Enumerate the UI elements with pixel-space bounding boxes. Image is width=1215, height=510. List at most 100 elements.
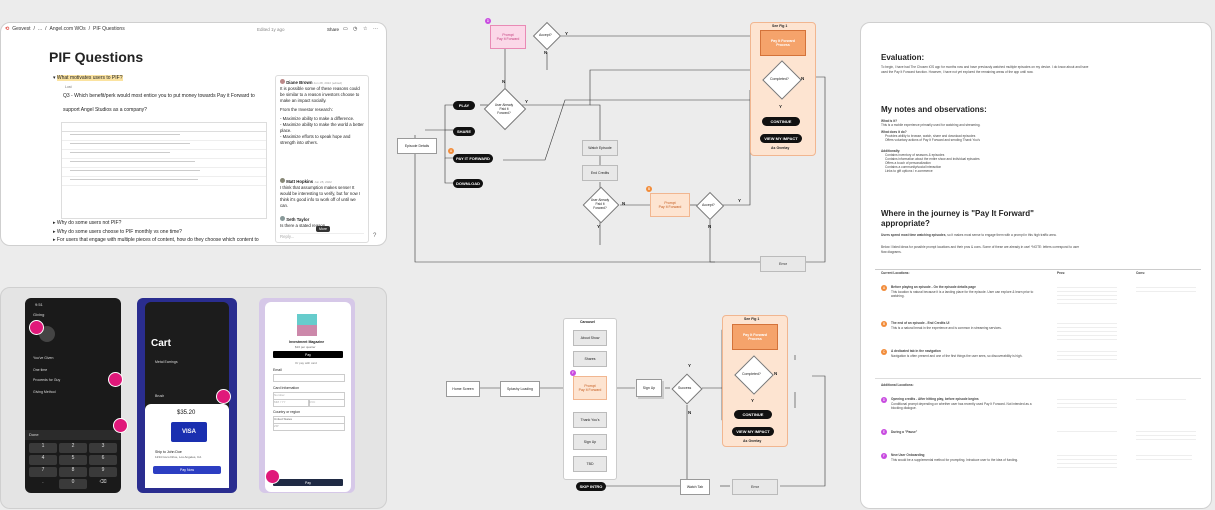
question-highlight[interactable]: ▾ What motivates users to PIF?	[53, 75, 123, 81]
additional-title: Additional Locations:	[881, 383, 914, 387]
notion-logo-icon: ⟲	[5, 26, 10, 32]
phones-card: 9:51 Giving You've Given One time Procee…	[0, 287, 387, 509]
breadcrumb-3[interactable]: PIF Questions	[93, 26, 125, 32]
flow-n: N	[774, 371, 778, 376]
sign-up-node: Sign Up	[573, 434, 607, 450]
breadcrumb-1[interactable]: ...	[37, 26, 43, 32]
shares-node: Shares	[573, 351, 607, 367]
journey-title: Where in the journey is "Pay It Forward"…	[881, 209, 1034, 228]
share-button[interactable]: Share	[327, 27, 340, 32]
add-item-4: Links to gift options / e-commerce	[885, 169, 933, 173]
zip-field[interactable]: ZIP	[273, 423, 345, 431]
card-info-label: Card Information	[273, 386, 300, 390]
phone1-row-1[interactable]: One time	[33, 368, 48, 372]
decision-completed-2-label: Completed?	[742, 372, 761, 376]
what-is-text: This is a mobile experience primarily us…	[881, 123, 981, 127]
key[interactable]: 4	[29, 455, 57, 465]
additionally-heading: Additionally:	[881, 149, 901, 153]
row-a-pros	[1057, 285, 1117, 305]
key[interactable]: .	[42, 479, 44, 485]
reply-input[interactable]: Reply...	[280, 233, 364, 240]
card-cvc-field[interactable]: CVC	[308, 399, 345, 407]
key[interactable]: 8	[59, 467, 87, 477]
flow-y: Y	[525, 99, 529, 104]
row-c-title: A dedicated tab in the navigation	[891, 349, 941, 353]
flow-y: Y	[751, 398, 755, 403]
breadcrumb-0[interactable]: Gesvest	[12, 26, 31, 32]
survey-table	[61, 122, 267, 219]
comment-3: Seth Taylor Is there a stated reason...	[280, 216, 329, 228]
applepay-sheet	[145, 404, 229, 488]
key[interactable]: 5	[59, 455, 87, 465]
prompt-pif-node-3: Prompt Pay It Forward	[573, 376, 607, 400]
error-node-2: Error	[732, 479, 778, 495]
clock-icon[interactable]: ◷	[353, 26, 358, 32]
key[interactable]: 1	[29, 443, 57, 453]
bullet-2[interactable]: ▸ Why do some users choose to PIF monthl…	[53, 228, 182, 235]
decision-accept-1-label: Accept?	[539, 33, 552, 37]
key[interactable]: 6	[89, 455, 117, 465]
row-c-pros	[1057, 349, 1117, 361]
hotspot-marker	[108, 372, 123, 387]
phone1-row-2[interactable]: Proceeds for Guy	[33, 378, 61, 382]
comment-icon[interactable]: ▭	[343, 26, 348, 32]
flow-y: Y	[779, 104, 783, 109]
row-f-title: New User Onboarding	[891, 453, 925, 457]
add-item-2: Offers a touch of personalization	[885, 161, 931, 165]
email-field[interactable]	[273, 374, 345, 382]
pay-now-button[interactable]: Pay Now	[153, 466, 221, 474]
key[interactable]: 7	[29, 467, 57, 477]
card-exp-field[interactable]: MM / YY	[273, 399, 310, 407]
badge-b: B	[646, 186, 652, 192]
pay-button[interactable]: Pay	[273, 479, 343, 486]
col-cons: Cons:	[1136, 271, 1146, 275]
bullet-list: ▸ Why do some users not PIF? ▸ Why do so…	[53, 219, 273, 245]
view-impact-button-node: VIEW MY IMPACT	[760, 134, 802, 143]
comments-panel: Diane Brown Jun 28, 2022 (edited) It is …	[275, 75, 369, 243]
add-item-3: Contains a community/social interaction	[885, 165, 942, 169]
apple-pay-button[interactable]: Pay	[273, 351, 343, 358]
flow-n: N	[544, 50, 548, 55]
flow-n: N	[708, 224, 712, 229]
cart-title: Cart	[151, 338, 172, 349]
star-icon[interactable]: ☆	[363, 26, 368, 32]
key[interactable]: 9	[89, 467, 117, 477]
row-e-title: During a "Pause"	[891, 430, 918, 434]
phone-checkout: Investment Magazine $16 per quarter Pay …	[259, 298, 355, 493]
bullet-1[interactable]: ▸ Why do some users not PIF?	[53, 220, 122, 226]
as-overlay-label: As Overlay	[771, 146, 790, 150]
col-current: Current Locations:	[881, 271, 910, 275]
avatar	[280, 216, 285, 221]
more-button[interactable]: More	[316, 226, 330, 232]
row-badge-c: C	[881, 349, 887, 355]
key[interactable]: ⌫	[99, 479, 107, 485]
phone1-row-0[interactable]: You've Given	[33, 356, 54, 360]
comment-2: Matt Hopkins Jun 28, 2022 I think that a…	[280, 178, 361, 208]
more-icon[interactable]: ⋯	[373, 26, 378, 32]
row-d-title: Opening credits - After hitting play, be…	[891, 397, 979, 401]
key[interactable]: 2	[59, 443, 87, 453]
key[interactable]: 0	[59, 479, 87, 489]
continue-button-node-2: CONTINUE	[734, 410, 772, 419]
flow-n: N	[688, 410, 692, 415]
help-icon[interactable]: ?	[373, 233, 377, 239]
tbd-node: TBD	[573, 456, 607, 472]
sub-bullet: Lost	[65, 85, 72, 89]
watch-tab-node: Watch Tab	[680, 479, 710, 495]
phone1-row-3[interactable]: Giving Method	[33, 390, 56, 394]
q3-text: Q3 - Which benefit/perk would most entic…	[63, 93, 255, 99]
evaluation-doc: Evaluation: To begin, I have had The Cho…	[860, 22, 1212, 509]
row-d-pros	[1057, 397, 1117, 409]
row-b-title: The end of an episode - End Credits UI	[891, 321, 950, 325]
flow1-connectors	[414, 35, 826, 263]
see-fig-label: See Fig 1	[772, 24, 788, 28]
cart-amount: $35.20	[177, 410, 196, 416]
key[interactable]: 3	[89, 443, 117, 453]
bullet-3[interactable]: ▸ For users that engage with multiple pi…	[53, 237, 259, 243]
row-badge-f: F	[881, 453, 887, 459]
prompt-pif-node-2: Prompt Pay It Forward	[650, 193, 690, 217]
row-badge-a: A	[881, 285, 887, 291]
visa-card[interactable]: VISA	[171, 422, 207, 442]
phone1-done[interactable]: Done	[29, 432, 39, 437]
breadcrumb-2[interactable]: Angel.com WOs	[49, 26, 86, 32]
